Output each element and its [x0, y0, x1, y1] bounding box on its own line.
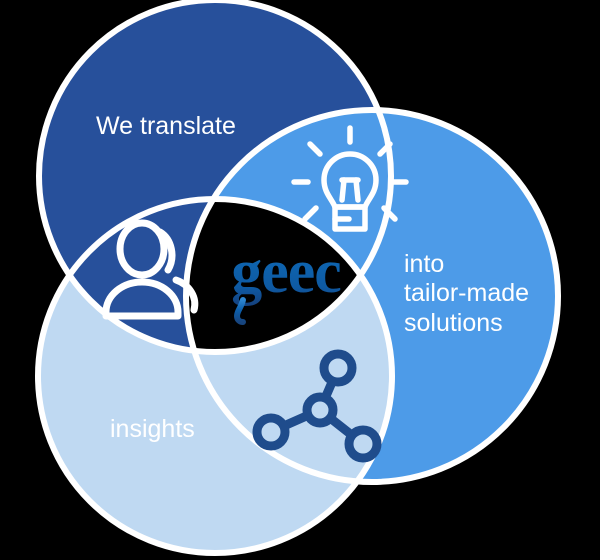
- label-into-tailor-made-solutions: into tailor-made solutions: [404, 250, 530, 337]
- label-we-translate: We translate: [96, 112, 236, 140]
- people-icon: [102, 219, 199, 320]
- geec-logo: geec: [231, 238, 342, 325]
- lightbulb-icon: [291, 125, 409, 232]
- geec-logo-text: geec: [231, 238, 341, 306]
- geec-cedilla: [233, 297, 246, 325]
- label-insights: insights: [110, 415, 195, 443]
- circle-translate-outline: [36, 0, 394, 355]
- circle-solutions-outline: [183, 107, 561, 485]
- circle-outlines: [35, 0, 561, 556]
- network-icon: [252, 349, 382, 463]
